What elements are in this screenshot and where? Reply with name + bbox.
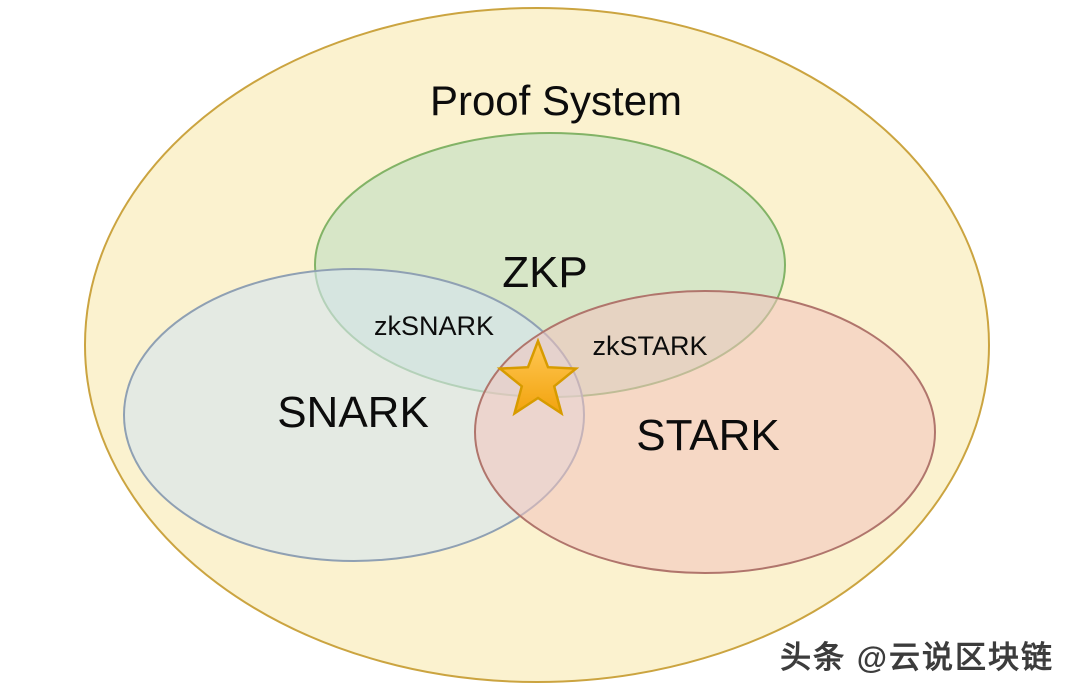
zksnark-label: zkSNARK <box>374 311 494 341</box>
zkstark-label: zkSTARK <box>592 331 707 361</box>
watermark-text: 头条 @云说区块链 <box>780 640 1054 675</box>
stark-ellipse <box>474 290 936 574</box>
proof-system-label: Proof System <box>430 77 682 124</box>
zkp-label: ZKP <box>502 248 588 297</box>
star-icon <box>496 337 580 417</box>
snark-label: SNARK <box>277 388 429 437</box>
stark-label: STARK <box>636 411 779 460</box>
